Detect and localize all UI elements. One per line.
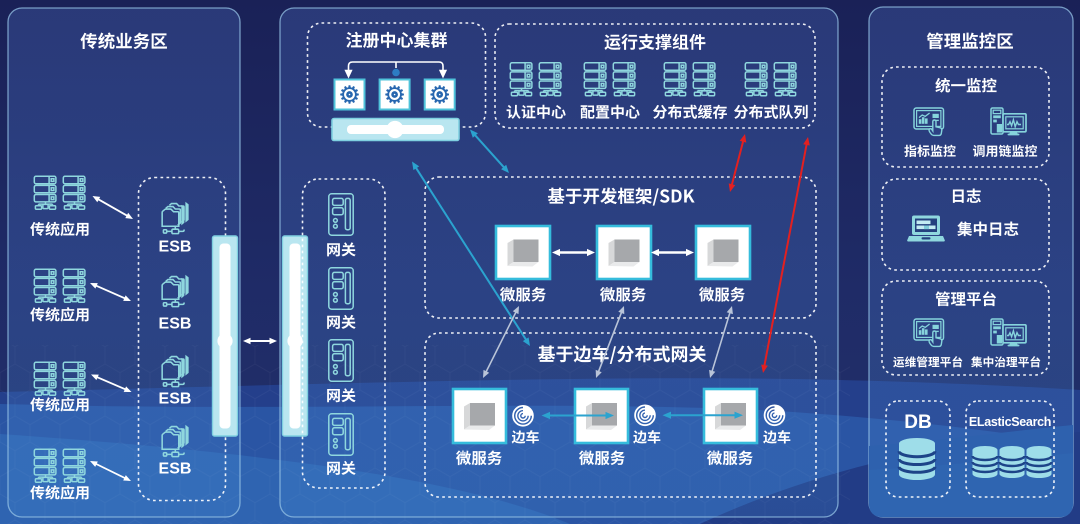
svg-text:ESB: ESB <box>159 391 192 408</box>
svg-text:ESB: ESB <box>159 239 192 256</box>
svg-text:ESB: ESB <box>159 316 192 333</box>
svg-text:ESB: ESB <box>159 461 192 478</box>
svg-text:ELasticSearch: ELasticSearch <box>969 415 1051 429</box>
svg-text:DB: DB <box>904 412 931 433</box>
